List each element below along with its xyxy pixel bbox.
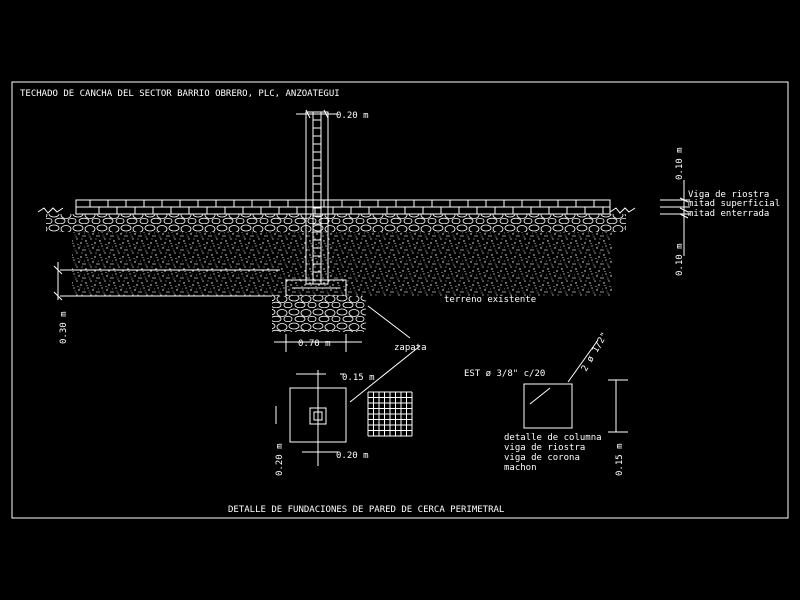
plan-column-dim: 0.15 m <box>342 373 375 383</box>
column-reinforcement <box>313 119 321 273</box>
stone-layer <box>46 214 626 232</box>
column-section-detail: EST ø 3/8" c/20 2 ø 1/2" 0.15 m detalle … <box>464 331 628 476</box>
label-mitad-superficial: mitad superficial <box>688 199 780 209</box>
detail-line-1: detalle de columna <box>504 433 602 443</box>
plan-width-dim: 0.20 m <box>336 451 369 461</box>
zapata-rebar-mesh <box>367 391 413 437</box>
label-terreno-existente: terreno existente <box>444 295 536 305</box>
section-height-dim: 0.15 m <box>615 443 625 476</box>
wall-column <box>305 111 329 285</box>
label-mitad-enterrada: mitad enterrada <box>688 209 769 219</box>
label-rebar: 2 ø 1/2" <box>580 331 610 374</box>
ground-hatch <box>37 207 636 214</box>
section-stirrup <box>523 383 573 429</box>
detail-line-4: machon <box>504 463 537 473</box>
footing-stone-bed <box>272 296 366 332</box>
plan-detail: 0.15 m 0.20 m 0.20 m <box>275 345 421 476</box>
foundation-section: 0.20 m 0.10 m 0.10 m Viga de riostra mit… <box>37 109 780 353</box>
footing-width-dim: 0.70 m <box>298 339 331 349</box>
gravel-fill <box>72 230 612 296</box>
drawing-title: TECHADO DE CANCHA DEL SECTOR BARRIO OBRE… <box>20 89 340 99</box>
wall-width-dim: 0.20 m <box>336 111 369 121</box>
plan-height-dim: 0.20 m <box>275 443 285 476</box>
beam-bricks <box>89 200 604 214</box>
label-estribos: EST ø 3/8" c/20 <box>464 369 545 379</box>
detail-line-2: viga de riostra <box>504 443 585 453</box>
label-viga-riostra: Viga de riostra <box>688 190 769 200</box>
detail-line-3: viga de corona <box>504 453 580 463</box>
footing-depth-dim: 0.30 m <box>59 311 69 344</box>
drawing-frame <box>11 81 789 519</box>
label-zapata: zapata <box>394 343 427 353</box>
drawing-caption: DETALLE DE FUNDACIONES DE PARED DE CERCA… <box>228 505 504 515</box>
dim-top-0-10: 0.10 m <box>675 147 685 180</box>
dim-bottom-0-10: 0.10 m <box>675 243 685 276</box>
